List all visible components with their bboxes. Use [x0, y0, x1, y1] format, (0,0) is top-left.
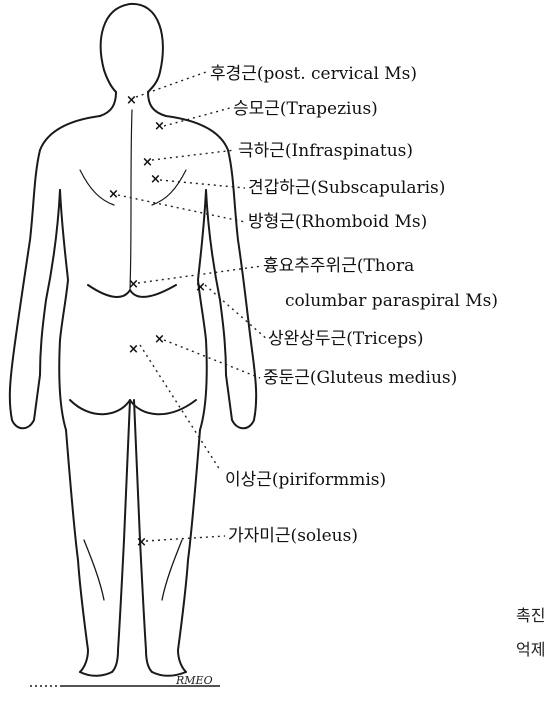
- side-text-2: 억제: [516, 640, 545, 660]
- label-piriformis: 이상근(piriformmis): [225, 470, 386, 490]
- label-trapezius: 승모근(Trapezius): [233, 99, 378, 119]
- markers: × × × × × × × × × ×: [108, 93, 206, 550]
- label-gluteus-medius: 중둔근(Gluteus medius): [263, 368, 457, 388]
- marker-rhomboid: ×: [108, 187, 119, 202]
- label-post-cervical: 후경근(post. cervical Ms): [210, 64, 417, 84]
- marker-subscapularis: ×: [150, 172, 161, 187]
- marker-post-cervical: ×: [126, 93, 137, 108]
- label-triceps: 상완상두근(Triceps): [268, 329, 424, 349]
- marker-soleus: ×: [136, 535, 147, 550]
- marker-gluteus-l: ×: [128, 342, 139, 357]
- marker-thoracolumbar: ×: [128, 277, 139, 292]
- signature: RMEO: [175, 674, 213, 687]
- label-soleus: 가자미근(soleus): [228, 526, 358, 546]
- label-thoracolumbar-line2: columbar paraspiral Ms): [285, 291, 498, 311]
- marker-gluteus-r: ×: [154, 332, 165, 347]
- marker-trapezius: ×: [154, 119, 165, 134]
- label-infraspinatus: 극하근(Infraspinatus): [238, 141, 413, 161]
- label-rhomboid: 방형근(Rhomboid Ms): [248, 212, 427, 232]
- marker-triceps: ×: [195, 280, 206, 295]
- label-subscapularis: 견갑하근(Subscapularis): [248, 178, 445, 198]
- marker-infraspinatus: ×: [142, 155, 153, 170]
- label-thoracolumbar-line1: 흉요추주위근(Thora: [263, 256, 414, 276]
- side-text-1: 촉진: [516, 606, 545, 626]
